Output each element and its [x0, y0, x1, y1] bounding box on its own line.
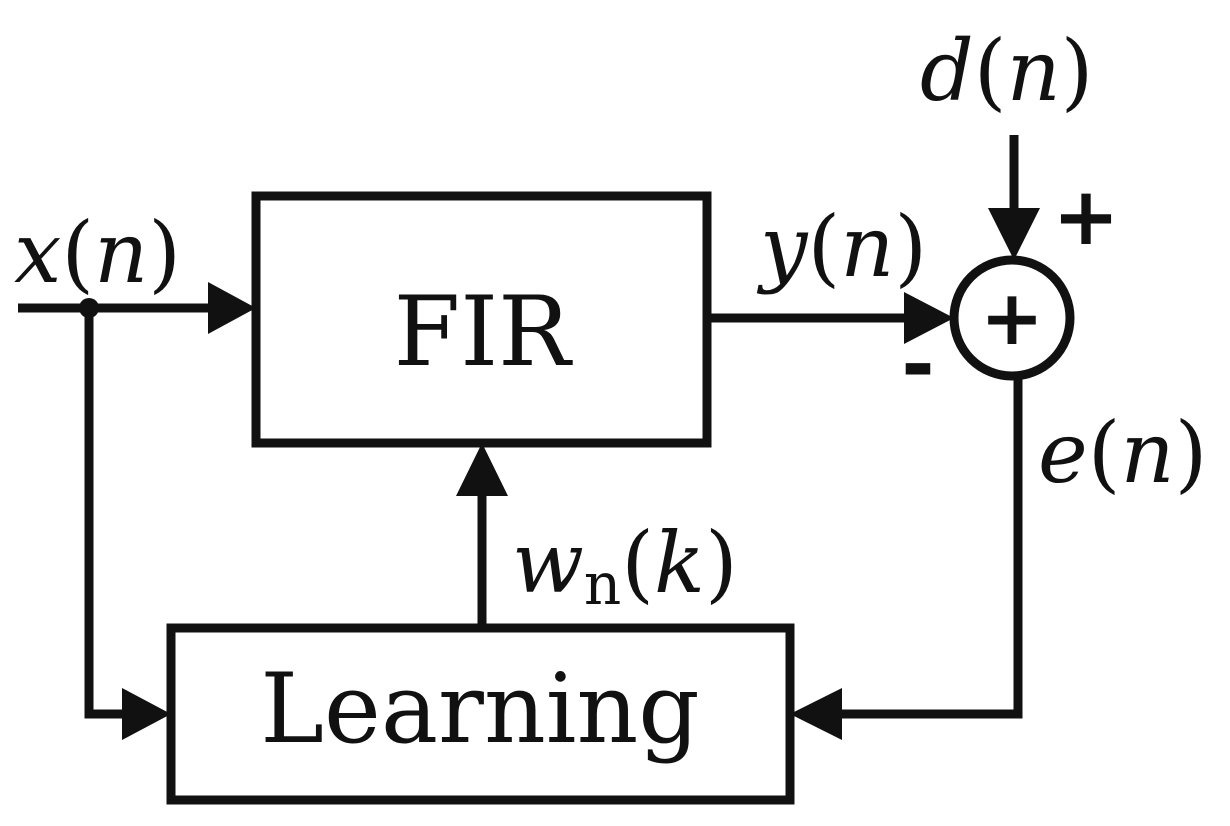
fir-block: [251, 191, 712, 448]
learning-label: Learning: [260, 653, 700, 765]
weights-arrowhead: [456, 443, 508, 496]
learning-block: [166, 623, 795, 805]
input-signal-label: x(n): [14, 204, 181, 302]
error-line: [838, 376, 1023, 719]
error-arrowhead: [790, 688, 842, 740]
output-signal-label: y(n): [756, 198, 927, 296]
input-to-learning-line: [84, 308, 126, 719]
output-minus-sign: -: [901, 318, 934, 411]
output-arrowhead: [904, 292, 954, 344]
input-arrowhead: [208, 282, 256, 334]
desired-arrowhead: [988, 208, 1040, 260]
desired-plus-sign: +: [1052, 170, 1119, 263]
summing-plus-symbol: +: [980, 273, 1044, 362]
fir-label: FIR: [394, 276, 574, 388]
desired-signal-label: d(n): [920, 22, 1093, 120]
input-to-learning-arrowhead: [122, 688, 171, 740]
weights-signal-label: wn(k): [512, 514, 738, 618]
error-signal-label: e(n): [1038, 404, 1207, 502]
